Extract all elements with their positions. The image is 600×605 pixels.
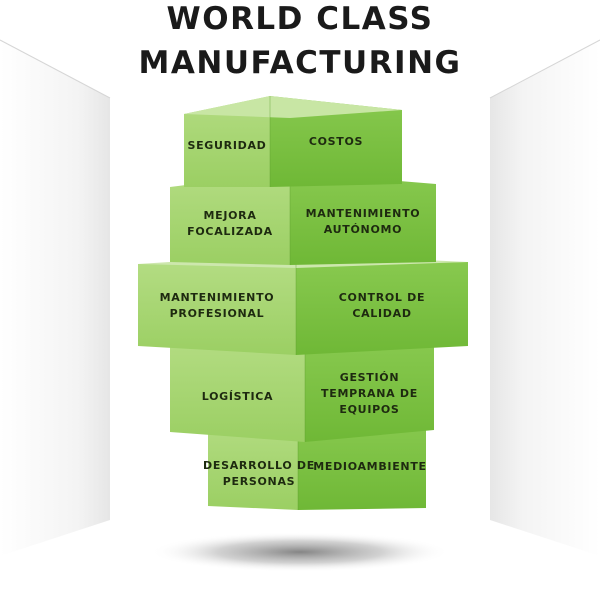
right-wall-panel	[490, 40, 600, 556]
label-line: PERSONAS	[222, 475, 296, 488]
label-line: CONTROL DE	[338, 291, 426, 304]
block-5-left-label: DESARROLLO DE PERSONAS	[203, 452, 314, 496]
label-line: MANTENIMIENTO	[159, 291, 275, 304]
label-line: AUTÓNOMO	[323, 223, 403, 236]
block-3-right-label: CONTROL DE CALIDAD	[296, 284, 468, 328]
block-2-right-label: MANTENIMIENTO AUTÓNOMO	[290, 200, 436, 244]
label-line: TEMPRANA DE	[321, 387, 418, 400]
label-line: MANTENIMIENTO	[305, 207, 421, 220]
label-line: DESARROLLO DE	[203, 459, 315, 472]
title-line-1: WORLD CLASS	[166, 1, 434, 37]
block-5-shape	[208, 420, 426, 510]
block-3-left-label: MANTENIMIENTO PROFESIONAL	[138, 284, 296, 328]
block-2-left-label: MEJORA FOCALIZADA	[170, 202, 290, 246]
label-line: COSTOS	[308, 135, 364, 148]
block-1-left-label: SEGURIDAD	[184, 128, 270, 164]
label-line: GESTIÓN	[339, 371, 400, 384]
label-line: EQUIPOS	[339, 403, 400, 416]
block-4-left-label: LOGÍSTICA	[170, 380, 305, 414]
label-line: MEJORA	[203, 209, 257, 222]
block-1-shape	[184, 96, 402, 187]
left-wall-panel	[0, 40, 110, 556]
label-line: LOGÍSTICA	[201, 390, 274, 403]
label-line: MEDIOAMBIENTE	[313, 460, 427, 473]
title-line-2: MANUFACTURING	[138, 45, 462, 81]
label-line: SEGURIDAD	[187, 139, 267, 152]
block-2-shape	[170, 172, 436, 265]
block-3-shape	[138, 254, 468, 355]
block-4-shape	[170, 340, 434, 442]
label-line: CALIDAD	[352, 307, 412, 320]
label-line: PROFESIONAL	[169, 307, 265, 320]
block-5-right-label: MEDIOAMBIENTE	[310, 450, 430, 484]
block-1-right-label: COSTOS	[270, 126, 402, 158]
label-line: FOCALIZADA	[187, 225, 273, 238]
block-4-right-label: GESTIÓN TEMPRANA DE EQUIPOS	[305, 366, 434, 422]
floor-shadow	[150, 532, 450, 572]
